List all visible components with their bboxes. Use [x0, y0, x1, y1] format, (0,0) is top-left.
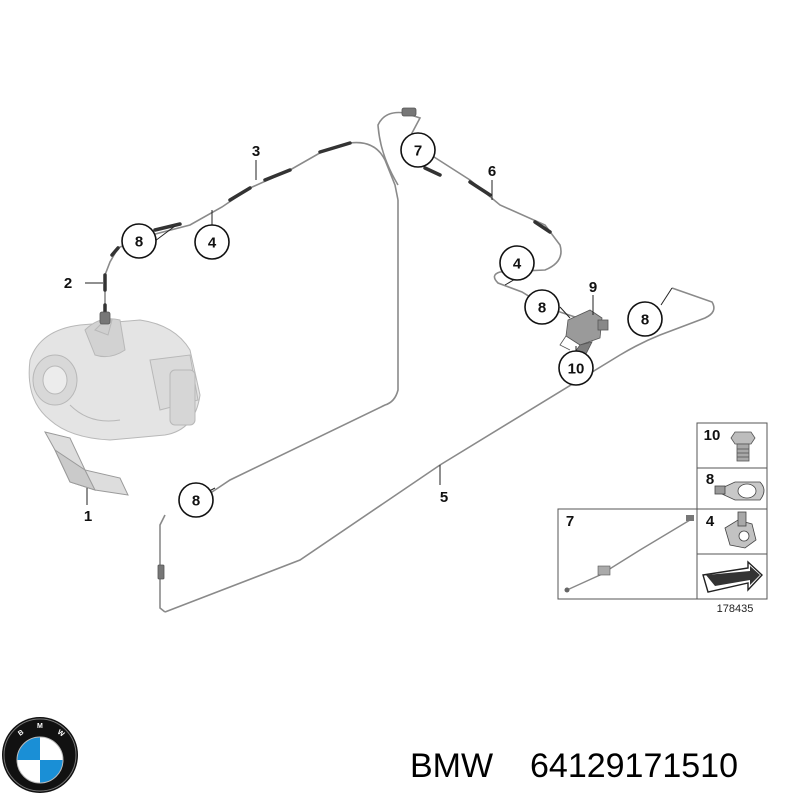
svg-text:W: W [56, 729, 66, 739]
callout-7: 7 [400, 132, 436, 168]
hose-segments [103, 141, 552, 320]
svg-text:4: 4 [513, 256, 522, 273]
callout-8-bottom: 8 [178, 482, 214, 518]
heat-shield-bracket [44, 431, 129, 496]
svg-text:8: 8 [641, 312, 649, 329]
table-row-label: 10 [704, 427, 721, 444]
spring-clip-icon [724, 511, 757, 549]
svg-text:8: 8 [192, 493, 200, 510]
table-row-label: 4 [706, 513, 715, 530]
svg-text:8: 8 [538, 300, 546, 317]
part-label-3: 3 [252, 143, 260, 160]
callout-4-right: 4 [499, 245, 535, 281]
pipe-clamp-icon [714, 481, 765, 501]
footer-brand: BMW [410, 747, 493, 785]
pressure-sensor-assembly [559, 309, 609, 357]
callout-10: 10 [558, 350, 594, 386]
parts-table: 10 8 4 [696, 422, 768, 600]
svg-text:8: 8 [135, 234, 143, 251]
svg-text:M: M [37, 723, 44, 730]
turbocharger-illustration [28, 318, 201, 441]
part-7-detail-box: 7 [557, 508, 698, 600]
part-label-9: 9 [589, 279, 597, 296]
svg-text:B: B [17, 728, 26, 737]
forward-arrow-icon [702, 560, 763, 593]
part-label-1: 1 [84, 508, 92, 525]
diagram-reference-number: 178435 [717, 603, 754, 615]
callout-8-left: 8 [121, 223, 157, 259]
part-label-5: 5 [440, 489, 448, 506]
footer-part-number: 64129171510 [530, 747, 738, 785]
pipe-fitting [99, 107, 417, 580]
callout-4-left: 4 [194, 224, 230, 260]
part-label-6: 6 [488, 163, 496, 180]
part-label-2: 2 [64, 275, 72, 292]
bmw-logo: B M W [2, 717, 78, 793]
leader-lines [85, 150, 673, 505]
svg-text:7: 7 [414, 143, 422, 160]
svg-text:10: 10 [568, 361, 585, 378]
callout-8-mid: 8 [524, 289, 560, 325]
bolt-icon [730, 431, 756, 462]
svg-text:4: 4 [208, 235, 217, 252]
detail-box-label: 7 [566, 513, 574, 530]
callout-8-right: 8 [627, 301, 663, 337]
table-row-label: 8 [706, 471, 714, 488]
